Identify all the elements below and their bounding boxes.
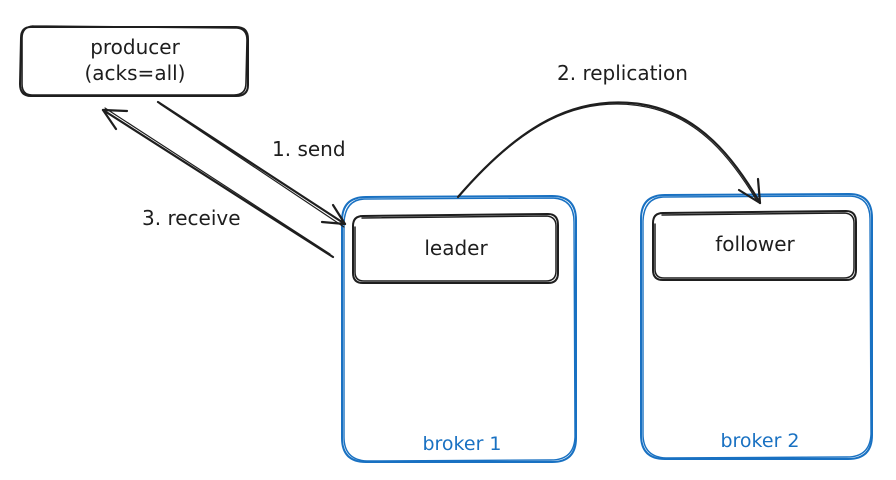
replication-label: 2. replication bbox=[557, 61, 688, 85]
receive-label: 3. receive bbox=[142, 206, 241, 230]
follower-label: follower bbox=[715, 232, 795, 256]
broker-2-label: broker 2 bbox=[720, 430, 799, 452]
producer-node: producer (acks=all) bbox=[19, 25, 249, 97]
producer-label-line2: (acks=all) bbox=[85, 61, 186, 85]
send-label: 1. send bbox=[272, 137, 346, 161]
receive-arrow bbox=[101, 107, 335, 259]
broker-1-container: broker 1 bbox=[341, 195, 577, 463]
broker-1-label: broker 1 bbox=[422, 433, 501, 455]
producer-label-line1: producer bbox=[90, 35, 180, 59]
broker-2-container: broker 2 bbox=[640, 193, 873, 460]
follower-node: follower bbox=[652, 210, 857, 281]
leader-node: leader bbox=[352, 213, 559, 284]
send-arrow bbox=[156, 100, 347, 228]
replication-arrow bbox=[456, 101, 762, 205]
leader-label: leader bbox=[424, 236, 488, 260]
